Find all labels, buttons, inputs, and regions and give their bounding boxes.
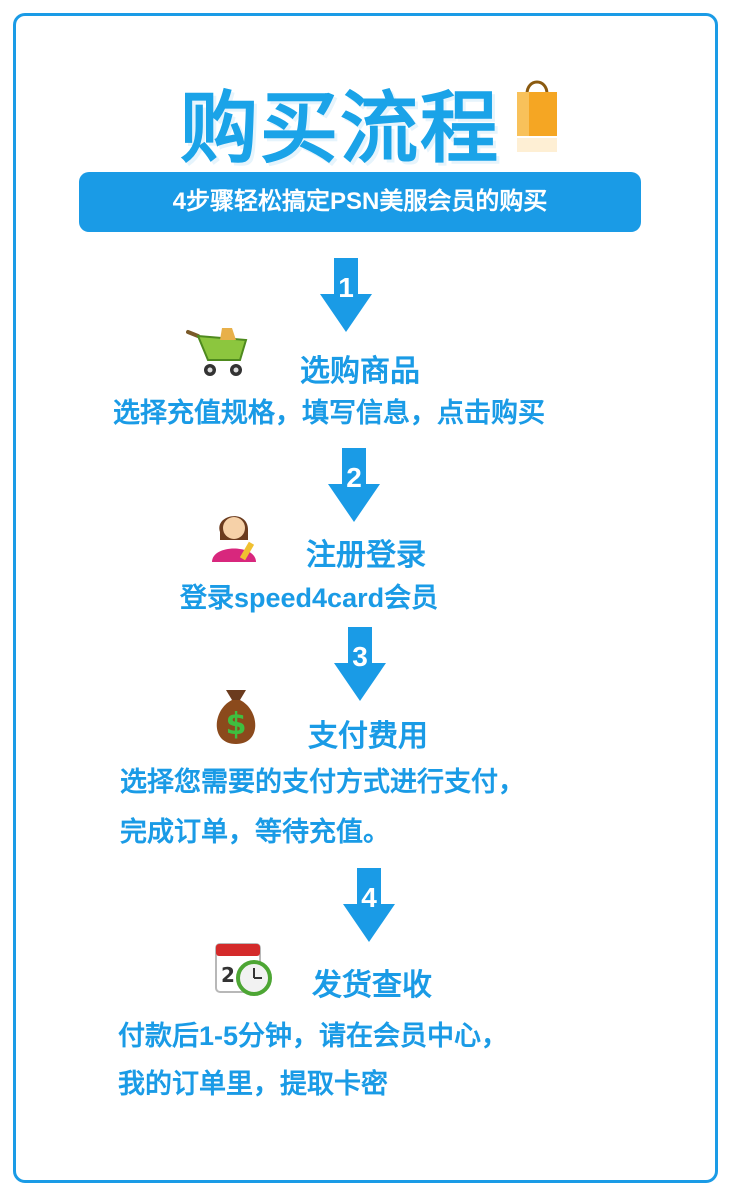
shopping-cart-icon [186, 328, 248, 376]
step-4-number: 4 [361, 882, 377, 913]
step-4-arrow: 4 [343, 868, 395, 942]
money-bag-icon: $ [216, 690, 256, 744]
step-2-title: 注册登录 [306, 539, 426, 572]
step-3-number: 3 [352, 641, 368, 672]
svg-text:2: 2 [221, 963, 235, 987]
step-3-arrow: 3 [334, 627, 386, 701]
step-4-desc-line-1: 付款后1-5分钟，请在会员中心， [118, 1021, 509, 1051]
subtitle-banner: 4步骤轻松搞定PSN美服会员的购买 [79, 172, 641, 232]
content-frame [13, 13, 718, 1183]
step-2-arrow: 2 [328, 448, 380, 522]
user-avatar-icon [212, 516, 256, 562]
svg-text:$: $ [226, 707, 247, 742]
step-2-number: 2 [346, 462, 362, 493]
step-4-title: 发货查收 [312, 969, 432, 1002]
step-4-desc-line-2: 我的订单里，提取卡密 [118, 1069, 388, 1099]
calendar-clock-icon: 2 [215, 943, 272, 996]
step-1-desc-line-1: 选择充值规格，填写信息，点击购买 [113, 398, 545, 428]
shopping-bag-icon [517, 80, 557, 152]
step-3-title: 支付费用 [308, 720, 428, 753]
step-1-arrow: 1 [320, 258, 372, 332]
step-1-number: 1 [338, 272, 354, 303]
step-1-title: 选购商品 [300, 355, 420, 388]
page-title: 购买流程 [179, 84, 500, 172]
step-3-desc-line-2: 完成订单，等待充值。 [120, 817, 390, 847]
step-3-desc-line-1: 选择您需要的支付方式进行支付， [120, 767, 525, 797]
step-2-desc-line-1: 登录speed4card会员 [180, 583, 439, 613]
